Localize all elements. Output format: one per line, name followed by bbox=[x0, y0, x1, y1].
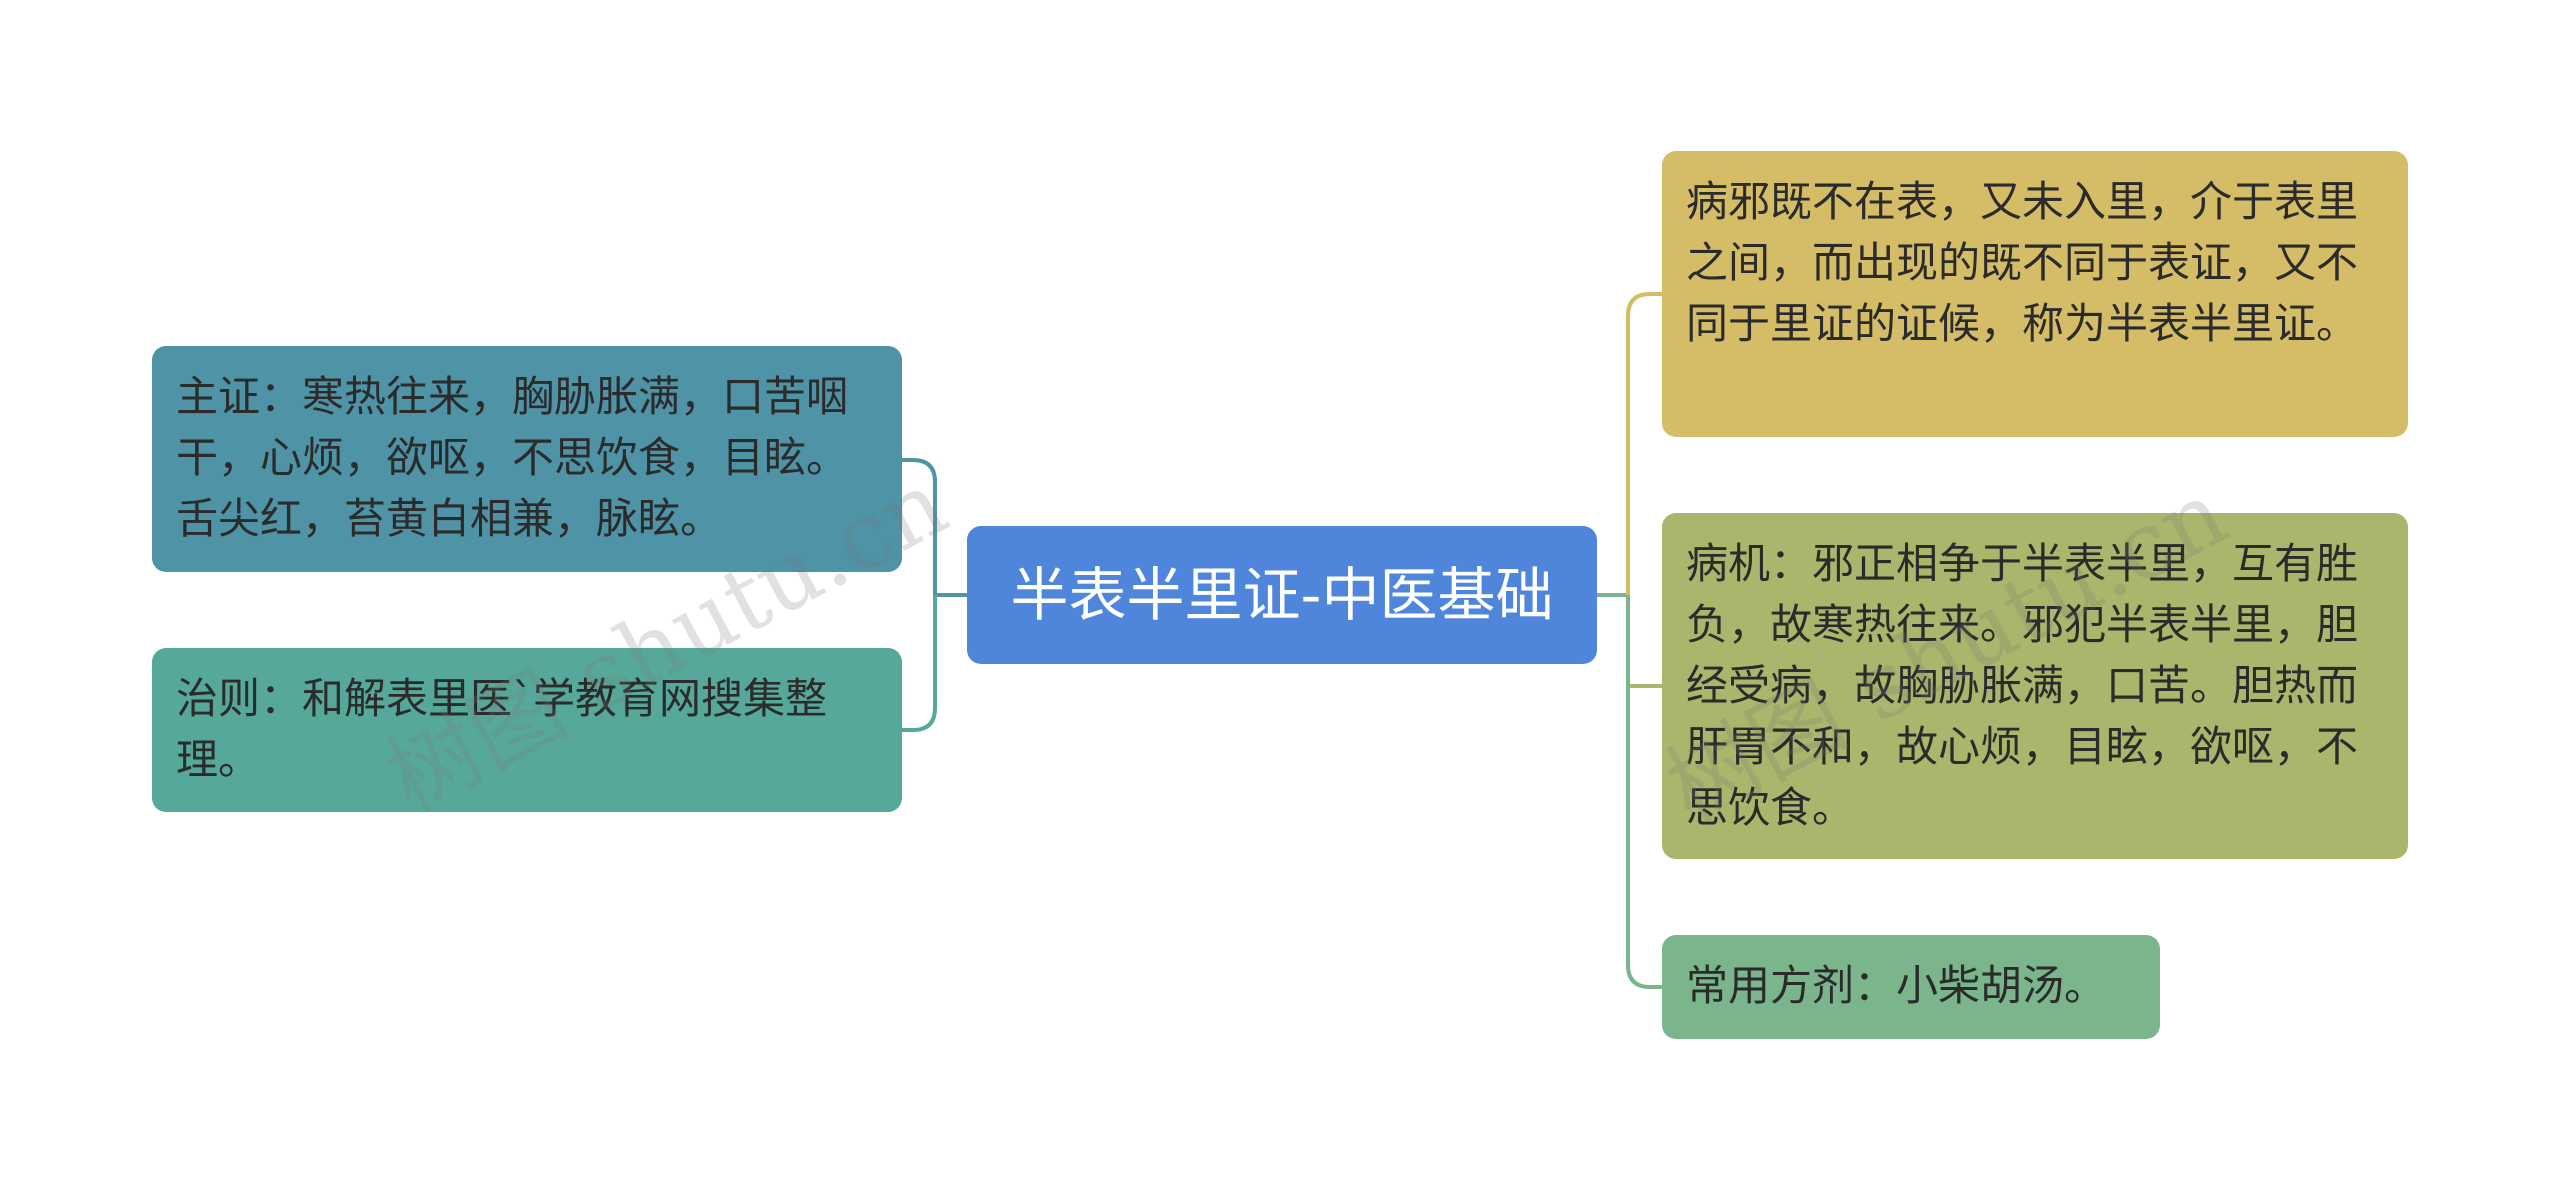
definition-node[interactable]: 病邪既不在表，又未入里，介于表里之间，而出现的既不同于表证，又不同于里证的证候，… bbox=[1662, 151, 2408, 437]
mechanism-text: 病机：邪正相争于半表半里，互有胜负，故寒热往来。邪犯半表半里，胆经受病，故胸胁胀… bbox=[1686, 539, 2359, 832]
treatment-node[interactable]: 治则：和解表里医`学教育网搜集整理。 bbox=[152, 648, 902, 812]
formula-node[interactable]: 常用方剂：小柴胡汤。 bbox=[1662, 935, 2160, 1039]
treatment-text: 治则：和解表里医`学教育网搜集整理。 bbox=[176, 674, 828, 784]
main-symptom-text: 主证：寒热往来，胸胁胀满，口苦咽干，心烦，欲呕，不思饮食，目眩。舌尖红，苔黄白相… bbox=[176, 372, 849, 543]
connector-root-to-treatment bbox=[902, 595, 937, 732]
root-node-label: 半表半里证-中医基础 bbox=[1010, 561, 1554, 629]
root-node[interactable]: 半表半里证-中医基础 bbox=[967, 526, 1597, 664]
connector-root-to-formula bbox=[1626, 595, 1662, 989]
connector-root-to-mechanism bbox=[1626, 595, 1662, 688]
mechanism-node[interactable]: 病机：邪正相争于半表半里，互有胜负，故寒热往来。邪犯半表半里，胆经受病，故胸胁胀… bbox=[1662, 513, 2408, 859]
formula-text: 常用方剂：小柴胡汤。 bbox=[1686, 961, 2107, 1010]
connector-root-to-definition bbox=[1626, 292, 1662, 595]
main-symptom-node[interactable]: 主证：寒热往来，胸胁胀满，口苦咽干，心烦，欲呕，不思饮食，目眩。舌尖红，苔黄白相… bbox=[152, 346, 902, 572]
connector-root-to-main-symptom bbox=[902, 458, 937, 595]
definition-text: 病邪既不在表，又未入里，介于表里之间，而出现的既不同于表证，又不同于里证的证候，… bbox=[1686, 177, 2359, 348]
